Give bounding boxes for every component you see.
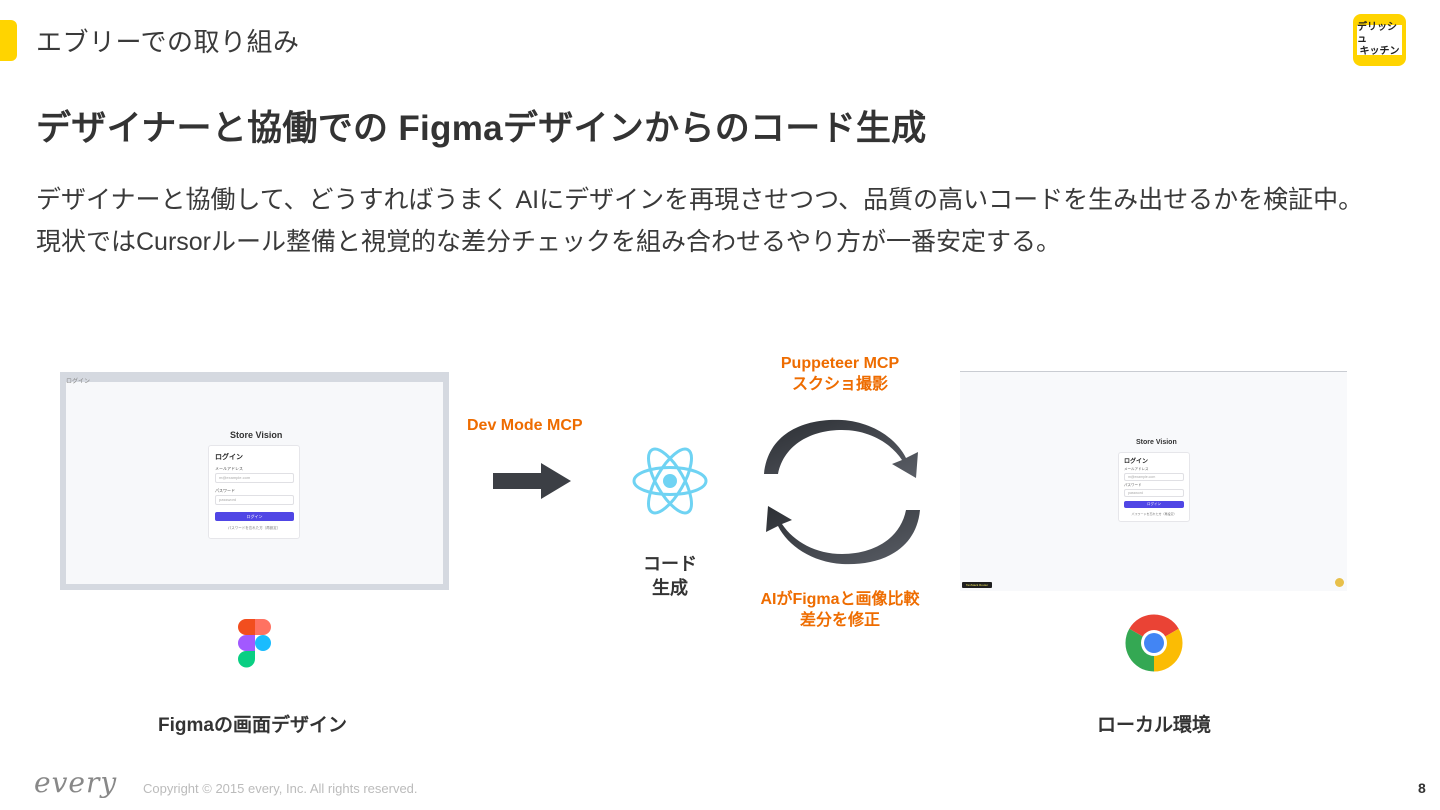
local-card-title: ログイン <box>1124 459 1149 465</box>
right-arrow-icon <box>493 463 571 499</box>
footer-copyright: Copyright © 2015 every, Inc. All rights … <box>143 781 418 796</box>
page-number: 8 <box>1418 780 1426 796</box>
figma-email-label: メールアドレス <box>215 466 243 471</box>
compare-line-2: 差分を修正 <box>799 612 880 629</box>
figma-password-input: password <box>215 495 294 505</box>
code-gen-line-1: コード <box>643 554 697 574</box>
figma-forgot-link: パスワードを忘れた方（再設定） <box>227 526 281 530</box>
query-devtools-icon <box>1335 578 1344 587</box>
local-email-input: m@example.com <box>1124 473 1184 481</box>
code-gen-label: コード 生成 <box>640 552 700 600</box>
code-gen-line-2: 生成 <box>652 578 688 598</box>
local-forgot-link: パスワードを忘れた方（再設定） <box>1131 512 1177 516</box>
react-logo-icon <box>632 447 708 515</box>
brand-line-2: キッチン <box>1359 46 1400 57</box>
local-password-label: パスワード <box>1124 483 1142 487</box>
local-app-title: Store Vision <box>1136 439 1177 446</box>
brand-line-1: デリッシュ <box>1357 22 1397 45</box>
figma-logo-icon <box>238 619 271 668</box>
figma-caption: Figmaの画面デザイン <box>158 715 347 736</box>
puppeteer-line-2: スクショ撮影 <box>791 376 888 393</box>
local-caption: ローカル環境 <box>1097 715 1212 736</box>
page-title: デザイナーと協働での Figmaデザインからのコード生成 <box>36 109 927 148</box>
dev-mode-label: Dev Mode MCP <box>467 417 583 434</box>
local-email-label: メールアドレス <box>1124 467 1149 471</box>
figma-password-label: パスワード <box>215 488 235 493</box>
brand-logo: デリッシュ キッチン <box>1353 14 1406 66</box>
devtools-badge: TanStack Router <box>962 582 992 588</box>
chrome-logo-icon <box>1125 614 1183 672</box>
compare-line-1: AIがFigmaと画像比較 <box>760 591 920 608</box>
brand-logo-text: デリッシュ キッチン <box>1357 22 1402 57</box>
cycle-arrows-icon <box>764 419 920 565</box>
local-login-card <box>1118 452 1190 522</box>
figma-email-input: m@example.com <box>215 473 294 483</box>
puppeteer-label: Puppeteer MCP スクショ撮影 <box>740 353 940 395</box>
accent-tab <box>0 20 17 61</box>
figma-login-card <box>208 445 300 539</box>
figma-frame-tab: ログイン <box>66 379 91 385</box>
section-label: エブリーでの取り組み <box>36 27 300 57</box>
description-line-2: 現状ではCursorルール整備と視覚的な差分チェックを組み合わせるやり方が一番安… <box>36 228 1062 256</box>
footer-logo: every <box>34 766 118 799</box>
local-login-button: ログイン <box>1124 501 1184 508</box>
compare-label: AIがFigmaと画像比較 差分を修正 <box>740 589 940 631</box>
local-password-input: password <box>1124 489 1184 497</box>
description-line-1: デザイナーと協働して、どうすればうまく AIにデザインを再現させつつ、品質の高い… <box>36 186 1364 214</box>
figma-app-title: Store Vision <box>230 430 283 440</box>
puppeteer-line-1: Puppeteer MCP <box>780 355 900 372</box>
figma-card-title: ログイン <box>215 454 243 461</box>
figma-login-button: ログイン <box>215 512 294 521</box>
